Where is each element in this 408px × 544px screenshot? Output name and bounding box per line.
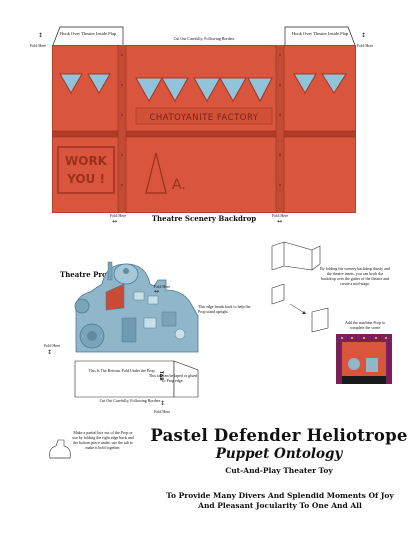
left-flap-label: Hook Over Theater Inside Flap [59, 31, 117, 36]
prop-cut-instruction: Cut Out Carefully, Following Borders [99, 398, 161, 403]
prop-base-note: This Is The Bottom. Fold Under the Prop. [88, 368, 156, 373]
top-cut-instruction: Cut Out Carefully, Following Borders [173, 36, 235, 41]
backdrop-caption: Theatre Scenery Backdrop [151, 214, 257, 223]
tagline: Cut-And-Play Theater Toy [225, 466, 333, 475]
prop-base-and-tab [74, 360, 199, 398]
fold-arrow-prop-right-icon: ↔ [154, 288, 160, 295]
fold-label-prop-left: Fold Here [44, 343, 61, 348]
assembly-sketch [271, 284, 329, 333]
wall-sign-line1: WORK [65, 154, 108, 168]
door-letter: A. [172, 177, 186, 193]
fold-label-top-left: Fold Here [30, 43, 47, 48]
fold-arrow-prop-bottom-icon: ↕ [160, 400, 166, 407]
fold-arrow-top-left-icon: ↕ [38, 32, 44, 39]
dedication-text: To Provide Many Divers And Splendid Mome… [166, 491, 394, 510]
prop-stand-note: This edge bends back to help the Prop st… [198, 304, 251, 314]
left-flap-outline [52, 26, 124, 46]
fold-label-backdrop-right: Fold Here [272, 213, 289, 218]
partial-box-sketch [49, 439, 71, 459]
fold-arrow-backdrop-right-icon: ↔ [277, 218, 283, 225]
subtitle: Puppet Ontology [215, 446, 343, 462]
completed-scene-thumbnail [336, 334, 392, 384]
wall-sign-line2: YOU ! [66, 172, 105, 186]
factory-sign-text: CHATOYANITE FACTORY [149, 113, 258, 123]
machine-prop-cutout [74, 261, 199, 353]
left-hook-flap: Hook Over Theater Inside Flap [52, 26, 124, 46]
right-flap-label: Hook Over Theater Inside Flap [291, 31, 349, 36]
right-hook-flap: Hook Over Theater Inside Flap [284, 26, 356, 46]
prop-title: Theatre Prop [60, 270, 112, 279]
fold-label-prop-right: Fold Here [154, 284, 171, 289]
partial-box-note: Make a partial box out of the Prop or us… [72, 430, 134, 450]
fold-label-backdrop-left: Fold Here [110, 213, 127, 218]
prop-complete-note: Add the machine Prop to complete the sce… [345, 320, 385, 330]
folded-backdrop-sketch [271, 241, 321, 271]
prop-tab-note: This tab can be taped or glued to Prop e… [148, 373, 198, 383]
backdrop-fold-note: By folding the scenery backdrop thusly a… [320, 266, 390, 286]
fold-label-top-right: Fold Here [357, 43, 374, 48]
fold-arrow-backdrop-left-icon: ↔ [112, 218, 118, 225]
main-title: Pastel Defender Heliotrope [150, 426, 408, 445]
theatre-scenery-backdrop: CHATOYANITE FACTORY WORK YOU ! A. [52, 45, 356, 213]
right-flap-outline [284, 26, 356, 46]
fold-arrow-prop-left-icon: ↕ [47, 349, 53, 356]
fold-arrow-top-right-icon: ↕ [361, 32, 367, 39]
prop-tab-label: TAB [158, 371, 163, 381]
fold-label-prop-bottom: Fold Here [154, 409, 171, 414]
